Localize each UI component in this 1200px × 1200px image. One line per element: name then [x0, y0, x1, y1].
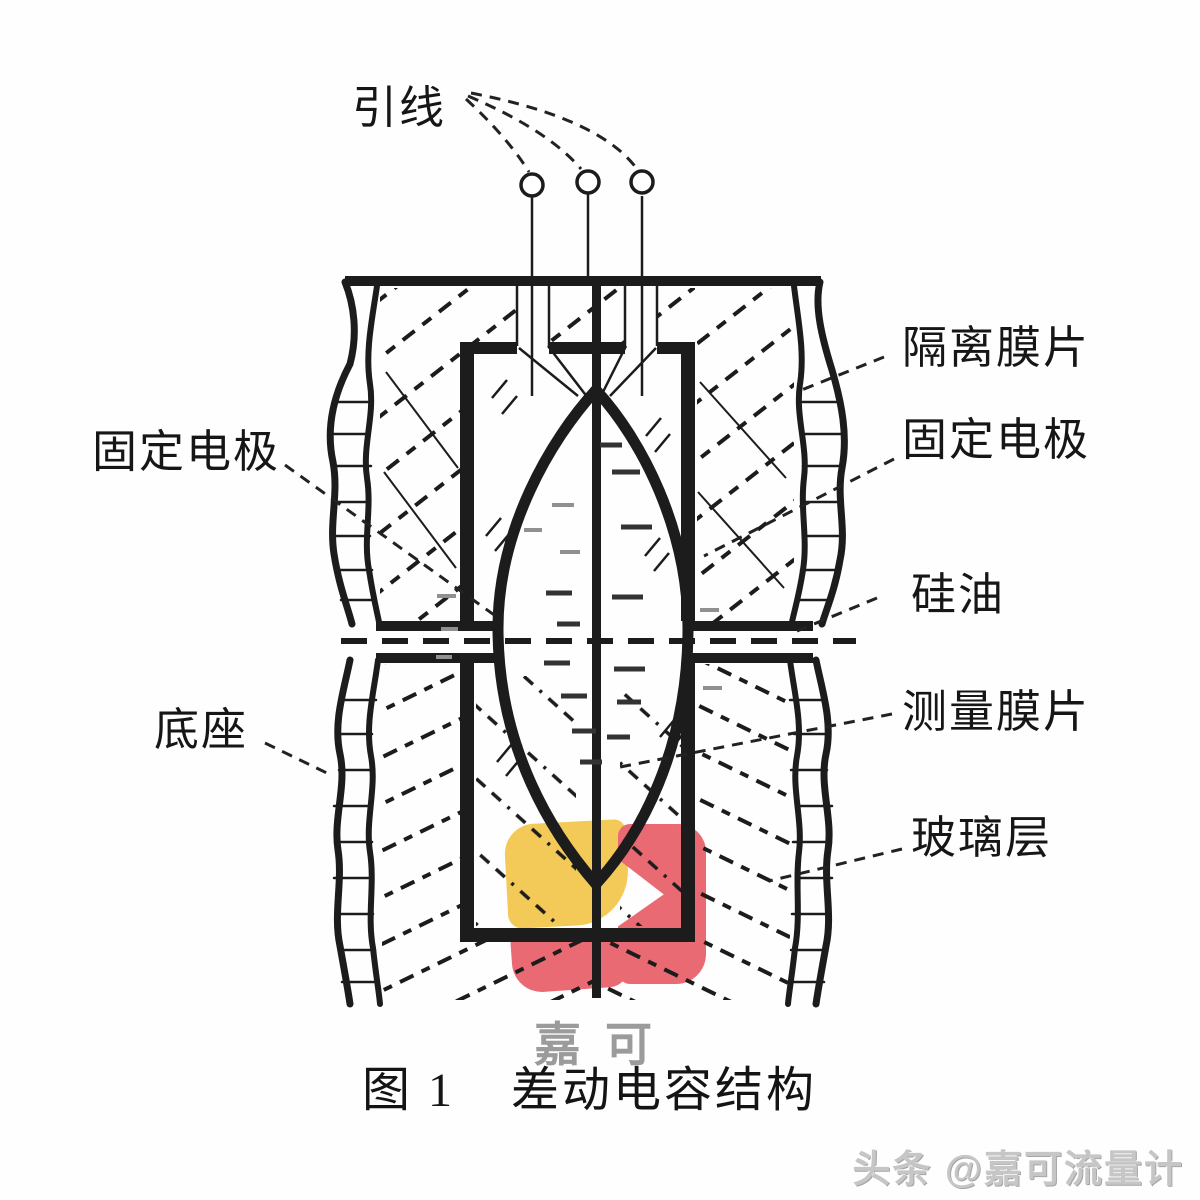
wire-terminal-right [629, 169, 655, 195]
fixed-electrode-curves [492, 384, 694, 890]
wire-terminal-left [519, 172, 545, 198]
label-fixed-electrode-left: 固定电极 [92, 427, 281, 477]
label-lead-wire: 引线 [352, 83, 447, 133]
glass-reflection-marks [485, 379, 685, 777]
body-top-edge [345, 276, 821, 286]
figure-caption: 图 1 差动电容结构 [362, 1050, 817, 1120]
electrode-funnel-lines [518, 345, 657, 399]
body-hatching [380, 288, 794, 1000]
label-fixed-electrode-right: 固定电极 [902, 415, 1091, 465]
label-measuring-diaphragm: 测量膜片 [902, 687, 1091, 737]
label-silicone-oil: 硅油 [911, 570, 1006, 620]
lead-wires [519, 169, 655, 396]
glass-cell-border [460, 342, 695, 942]
label-isolation-diaphragm: 隔离膜片 [902, 323, 1091, 373]
wire-terminal-middle [575, 169, 601, 195]
label-base: 底座 [154, 705, 249, 755]
wall-accent-lines [383, 371, 787, 589]
credit-watermark: 头条 @嘉可流量计 [852, 1149, 1184, 1191]
caption-number: 图 1 [362, 1064, 456, 1117]
watermark-text: 嘉可 [534, 1020, 676, 1072]
corrugated-side-walls [326, 278, 848, 1008]
leader-lines [264, 91, 903, 883]
label-glass-layer: 玻璃层 [911, 813, 1053, 863]
caption-title: 差动电容结构 [511, 1064, 818, 1117]
oil-dashes [436, 442, 722, 765]
